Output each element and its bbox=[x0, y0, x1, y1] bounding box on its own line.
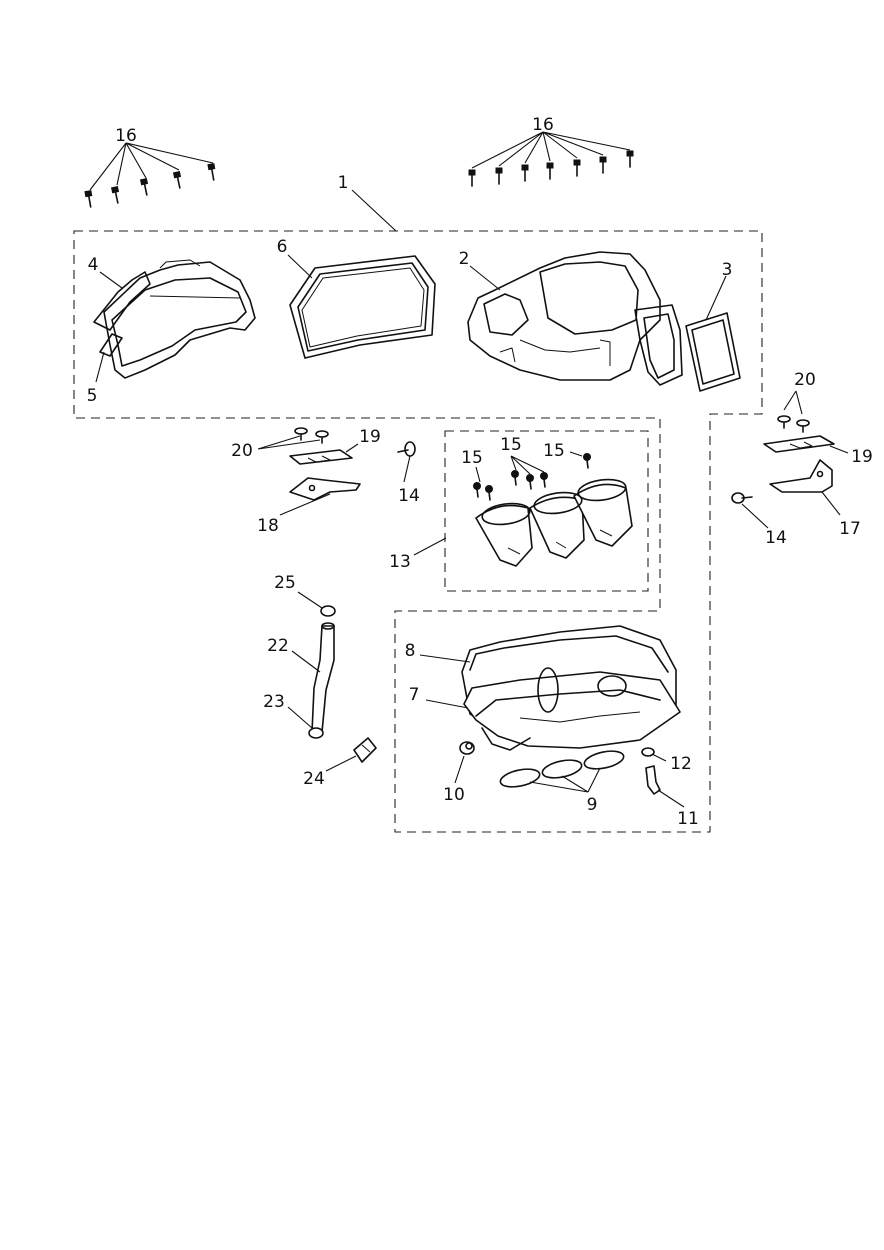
airbox-upper-body bbox=[467, 251, 683, 386]
callout-20-left: 20 bbox=[231, 441, 253, 461]
callout-15-a: 15 bbox=[461, 448, 483, 468]
group-boundaries bbox=[73, 230, 763, 833]
callout-1: 1 bbox=[338, 173, 349, 193]
intake-seal bbox=[685, 312, 741, 392]
clip-24 bbox=[353, 737, 377, 763]
callout-14-right: 14 bbox=[765, 528, 787, 548]
callout-labels: 16 16 1 4 6 2 3 5 20 19 14 18 13 15 15 1… bbox=[87, 115, 873, 829]
callout-17: 17 bbox=[839, 519, 861, 539]
callout-24: 24 bbox=[303, 769, 325, 789]
callout-11: 11 bbox=[677, 809, 699, 829]
callout-16-right: 16 bbox=[532, 115, 554, 135]
callout-16-left: 16 bbox=[115, 126, 137, 146]
callout-13: 13 bbox=[389, 552, 411, 572]
callout-15-b: 15 bbox=[500, 435, 522, 455]
leader-lines bbox=[89, 131, 849, 808]
callout-19-right: 19 bbox=[851, 447, 873, 467]
callout-19-left: 19 bbox=[359, 427, 381, 447]
callout-22: 22 bbox=[267, 636, 289, 656]
callout-18: 18 bbox=[257, 516, 279, 536]
callout-2: 2 bbox=[459, 249, 470, 269]
airbox-lid-frame bbox=[93, 259, 256, 379]
velocity-stack-assembly bbox=[475, 478, 633, 567]
callout-5: 5 bbox=[87, 386, 98, 406]
airbox-lower-body bbox=[461, 625, 681, 751]
callout-9: 9 bbox=[587, 795, 598, 815]
callout-6: 6 bbox=[277, 237, 288, 257]
callout-8: 8 bbox=[405, 641, 416, 661]
callout-25: 25 bbox=[274, 573, 296, 593]
callout-3: 3 bbox=[722, 260, 733, 280]
callout-12: 12 bbox=[670, 754, 692, 774]
bracket-assembly-right bbox=[763, 415, 835, 493]
bolt-14-right bbox=[731, 492, 753, 504]
drain-hose-assembly bbox=[308, 605, 336, 739]
callout-7: 7 bbox=[409, 685, 420, 705]
small-fittings bbox=[459, 741, 661, 795]
callout-23: 23 bbox=[263, 692, 285, 712]
bolt-set-left bbox=[84, 163, 216, 208]
bolt-14-left bbox=[397, 441, 416, 457]
air-filter-element bbox=[289, 255, 436, 359]
bolt-set-right bbox=[468, 150, 634, 187]
callout-15-c: 15 bbox=[543, 441, 565, 461]
callout-4: 4 bbox=[88, 255, 99, 275]
callout-14-left: 14 bbox=[398, 486, 420, 506]
callout-20-right: 20 bbox=[794, 370, 816, 390]
bracket-assembly-left bbox=[289, 427, 361, 501]
o-rings bbox=[499, 750, 625, 788]
callout-10: 10 bbox=[443, 785, 465, 805]
bolt-set-15 bbox=[473, 453, 591, 501]
